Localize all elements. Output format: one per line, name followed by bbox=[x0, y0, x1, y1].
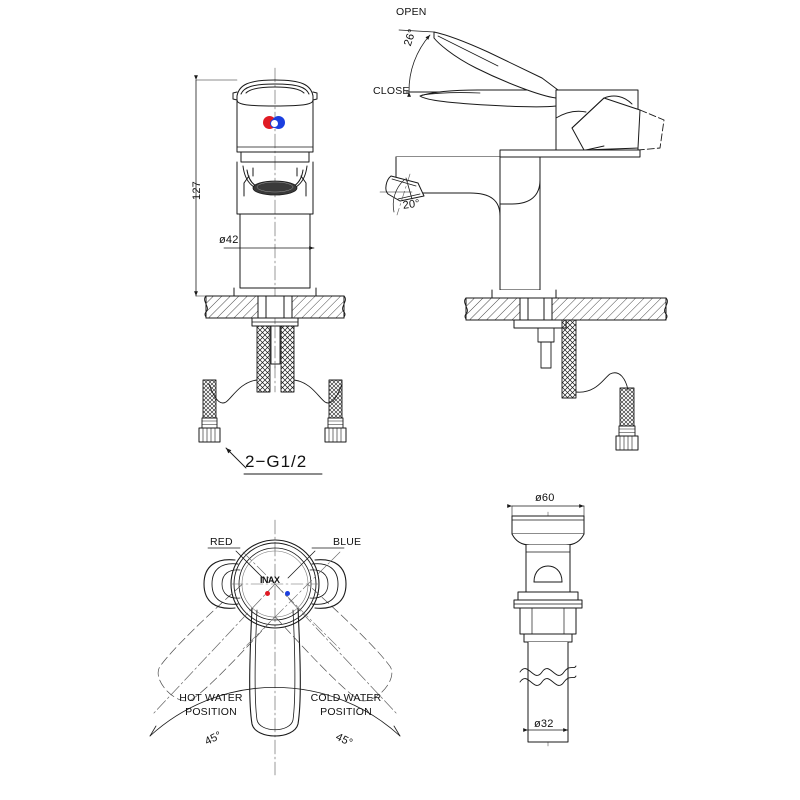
plan-view bbox=[149, 519, 401, 776]
label-red: RED bbox=[210, 536, 233, 548]
brand-logo-inax: INAX bbox=[260, 575, 280, 585]
label-blue: BLUE bbox=[333, 536, 362, 548]
dimension-spout-angle: 20° bbox=[402, 197, 421, 212]
front-elevation-view bbox=[194, 67, 347, 475]
label-cold-water-position-line1: COLD WATER bbox=[310, 692, 382, 704]
plan-indicator-blue bbox=[285, 591, 290, 596]
note-supply-thread: 2−G1/2 bbox=[245, 452, 308, 471]
drain-assembly-view bbox=[507, 504, 585, 749]
label-hot-water-position-line2: POSITION bbox=[185, 706, 237, 718]
dimension-flange-diameter: ø60 bbox=[535, 492, 555, 504]
dimension-height-127: 127 bbox=[191, 181, 203, 200]
plan-indicator-red bbox=[265, 591, 270, 596]
side-elevation-view bbox=[379, 29, 668, 451]
dimension-tail-diameter: ø32 bbox=[534, 718, 554, 730]
label-hot-water-position-line1: HOT WATER bbox=[179, 692, 243, 704]
label-close: CLOSE bbox=[373, 85, 410, 97]
dimension-body-diameter: ø42 bbox=[219, 234, 239, 246]
label-cold-water-position-line2: POSITION bbox=[320, 706, 372, 718]
temperature-indicator-core bbox=[270, 119, 279, 128]
label-open: OPEN bbox=[396, 6, 427, 18]
